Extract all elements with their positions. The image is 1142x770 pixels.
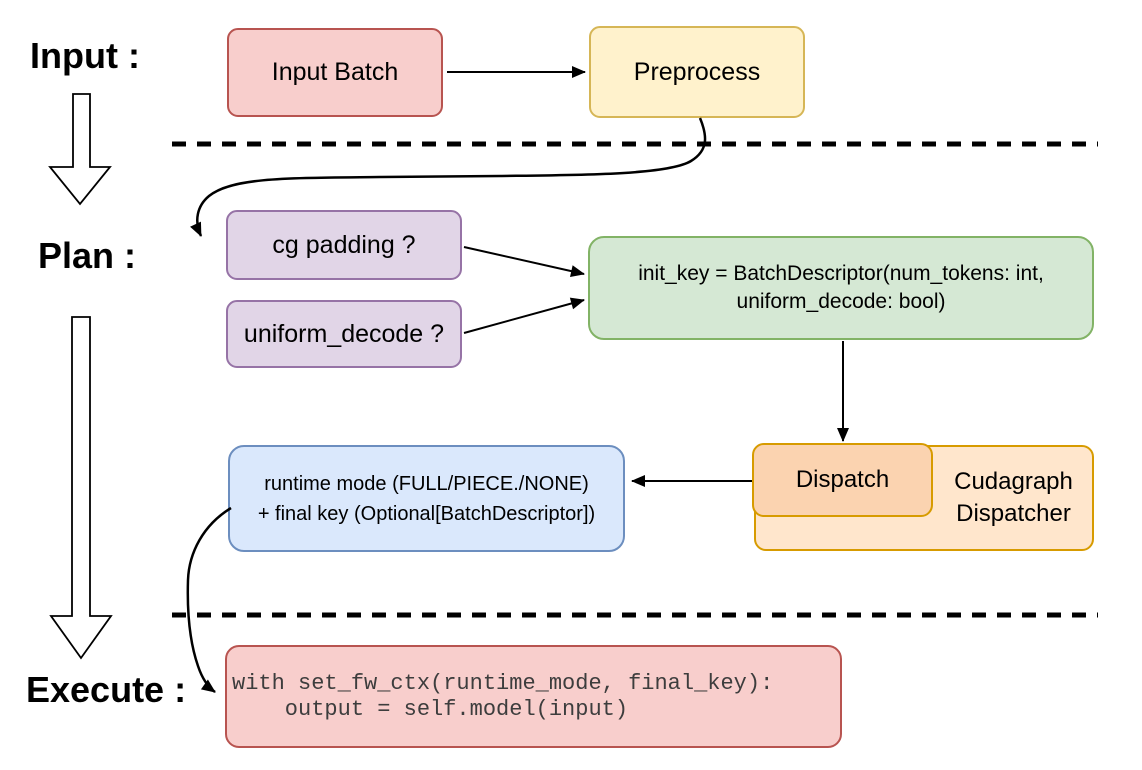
node-cg-padding-label: cg padding ? — [272, 230, 416, 259]
node-execute-code: with set_fw_ctx(runtime_mode, final_key)… — [225, 645, 842, 748]
node-input-batch-label: Input Batch — [271, 58, 399, 87]
arrow-cg-padding-to-init-key — [463, 246, 585, 277]
hollow-arrow-plan-to-execute — [49, 316, 113, 660]
node-uniform-decode-label: uniform_decode ? — [243, 319, 445, 348]
node-dispatch-label: Dispatch — [795, 466, 890, 494]
stage-label-input: Input : — [30, 35, 140, 76]
node-runtime-mode-line1: runtime mode (FULL/PIECE./NONE) — [264, 472, 589, 495]
arrow-uniform-decode-to-init-key — [463, 297, 585, 334]
hollow-arrow-input-to-plan — [48, 93, 112, 206]
node-dispatch: Dispatch — [752, 443, 933, 517]
node-init-key-line2: uniform_decode: bool) — [736, 290, 946, 313]
node-preprocess: Preprocess — [589, 26, 805, 118]
node-cudagraph-dispatcher-label: Cudagraph Dispatcher — [933, 458, 1094, 538]
execute-code-line1: with set_fw_ctx(runtime_mode, final_key)… — [232, 670, 774, 696]
node-cg-padding: cg padding ? — [226, 210, 462, 280]
node-runtime-mode-line2: + final key (Optional[BatchDescriptor]) — [257, 502, 596, 525]
node-runtime-mode: runtime mode (FULL/PIECE./NONE) + final … — [228, 445, 625, 552]
node-init-key-line1: init_key = BatchDescriptor(num_tokens: i… — [638, 262, 1044, 285]
node-input-batch: Input Batch — [227, 28, 443, 117]
execute-code-line2: output = self.model(input) — [232, 696, 629, 722]
cudagraph-dispatcher-line1: Cudagraph — [954, 468, 1073, 495]
node-preprocess-label: Preprocess — [633, 57, 761, 86]
node-init-key: init_key = BatchDescriptor(num_tokens: i… — [588, 236, 1094, 340]
cudagraph-dispatcher-line2: Dispatcher — [956, 500, 1071, 527]
stage-label-plan: Plan : — [38, 235, 137, 276]
node-uniform-decode: uniform_decode ? — [226, 300, 462, 368]
stage-label-execute: Execute : — [26, 669, 187, 710]
